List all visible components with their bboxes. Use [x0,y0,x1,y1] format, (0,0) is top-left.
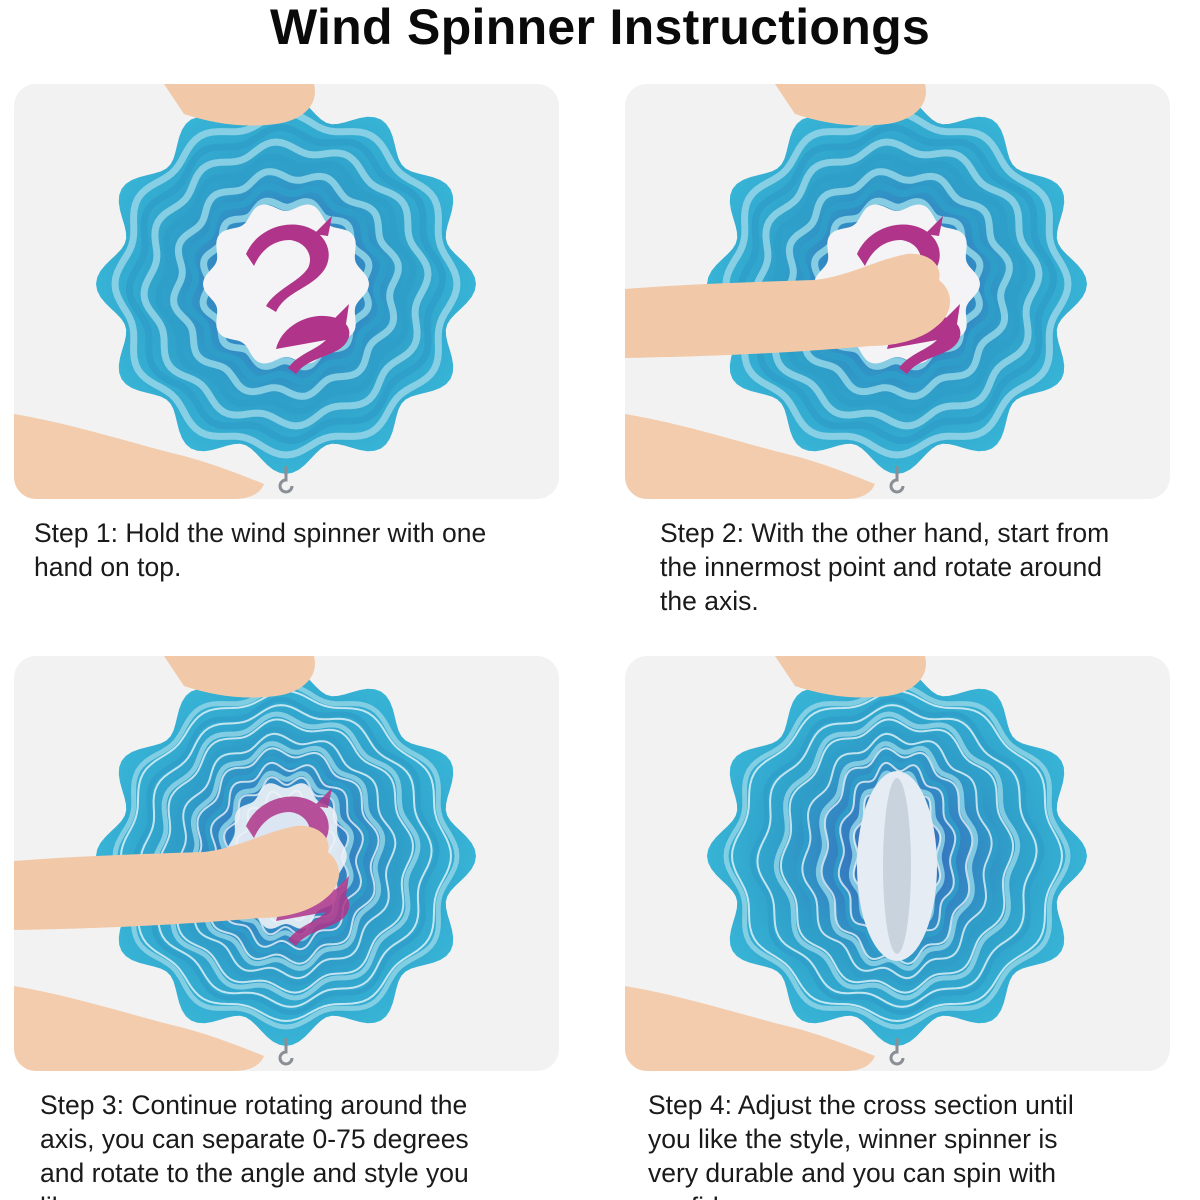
wind-spinner-icon [625,84,1087,499]
hook-icon [889,466,905,494]
step-4-text: Step 4: Adjust the cross section until y… [648,1090,1074,1200]
dolphin-icon [246,216,350,374]
wind-spinner-icon [625,656,1087,1071]
hook-icon [889,1038,905,1066]
hand-icon [625,253,951,358]
hand-icon [625,656,926,1071]
step-2-photo [625,84,1170,499]
page-title: Wind Spinner Instructiongs [269,0,931,55]
hand-icon [14,825,340,930]
step-4-photo [625,656,1170,1071]
step-1-text: Step 1: Hold the wind spinner with one h… [34,518,487,582]
step-3-photo [14,656,559,1071]
step-1-photo [14,84,559,499]
step-2-text: Step 2: With the other hand, start from … [660,518,1110,616]
hook-icon [278,1038,294,1066]
hand-icon [14,656,315,1071]
step-3-text: Step 3: Continue rotating around the axi… [40,1090,469,1200]
wind-spinner-icon [14,656,476,1071]
wind-spinner-icon [14,84,476,499]
hand-icon [625,84,926,499]
hand-icon [14,84,315,499]
hook-icon [278,466,294,494]
